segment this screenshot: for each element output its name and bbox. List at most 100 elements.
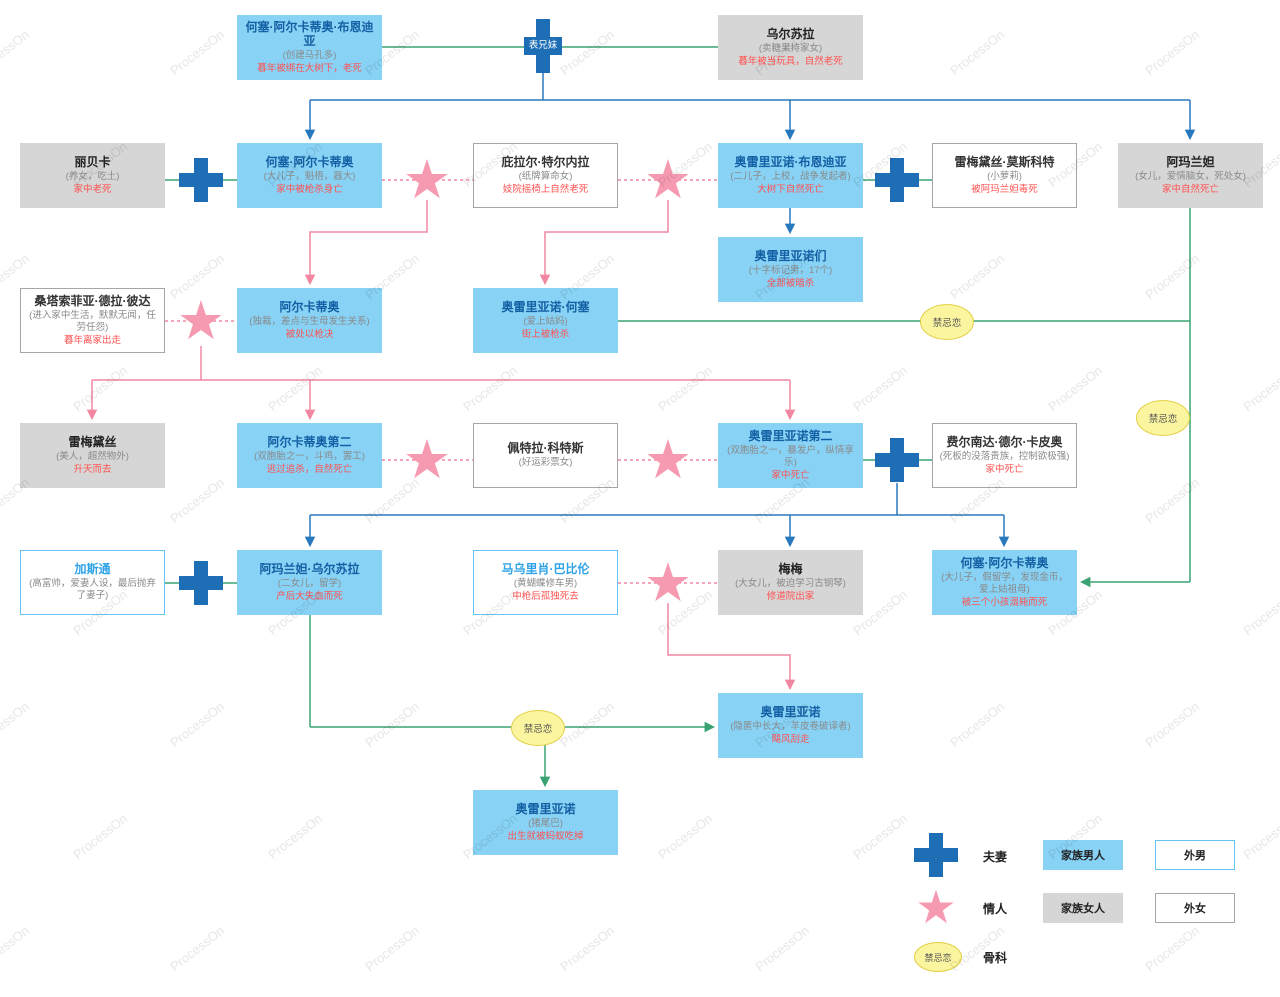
spouse-cross-cousin-icon[interactable]: 表兄妹: [524, 19, 562, 73]
node-remedios-moscote[interactable]: 雷梅黛丝·莫斯科特 (小萝莉) 被阿玛兰妲毒死: [932, 143, 1077, 208]
spouse-cross-icon[interactable]: [875, 158, 919, 202]
node-title: 何塞·阿尔卡蒂奥: [960, 556, 1049, 570]
node-fate: 被三个小孩溺毙而死: [961, 597, 1048, 608]
node-fate: 暮年离家出走: [63, 335, 121, 346]
node-arcadio-ii[interactable]: 阿尔卡蒂奥第二 (双胞胎之一，斗鸡，罢工) 逃过追杀，自然死亡: [237, 423, 382, 488]
node-fate: 大树下自然死亡: [757, 184, 824, 195]
node-fate: 家中自然死亡: [1161, 184, 1219, 195]
node-fate: 暮年被绑在大树下，老死: [257, 63, 362, 74]
cross-horizontal-bar: [179, 576, 223, 590]
incest-cloud-label: 禁忌恋: [523, 724, 553, 735]
node-subtitle: (纸牌算命女): [518, 171, 573, 182]
node-title: 乌尔苏拉: [766, 27, 815, 41]
spouse-cross-icon[interactable]: [875, 438, 919, 482]
node-fate: 家中死亡: [985, 464, 1024, 475]
node-title: 加斯通: [74, 562, 111, 576]
node-amaranta-ursula[interactable]: 阿玛兰妲·乌尔苏拉 (二女儿，留学) 产后大失血而死: [237, 550, 382, 615]
node-mauricio-babilonia[interactable]: 马乌里肖·巴比伦 (黄蝴蝶修车男) 中枪后孤独死去: [473, 550, 618, 615]
node-fate: 被处以枪决: [285, 329, 334, 340]
node-subtitle: (卖糖果持家女): [758, 43, 823, 54]
node-subtitle: (双胞胎之一，暴发户，纵情享乐): [727, 445, 854, 468]
incest-cloud[interactable]: 禁忌恋: [511, 710, 565, 746]
legend-incest-label: 骨科: [983, 951, 1008, 965]
node-ursula[interactable]: 乌尔苏拉 (卖糖果持家女) 暮年被当玩具，自然老死: [718, 15, 863, 80]
node-title: 何塞·阿尔卡蒂奥: [265, 155, 354, 169]
node-title: 阿尔卡蒂奥: [279, 300, 340, 314]
legend-family-female-box[interactable]: 家族女人: [1043, 893, 1123, 923]
node-title: 佩特拉·科特斯: [507, 441, 584, 455]
legend-spouse-cross-icon[interactable]: [914, 833, 958, 877]
node-meme[interactable]: 梅梅 (大女儿，被迫学习古钢琴) 修道院出家: [718, 550, 863, 615]
node-fate: 街上被枪杀: [521, 329, 570, 340]
legend-outside-female-box[interactable]: 外女: [1155, 893, 1235, 923]
legend-outside-male-box[interactable]: 外男: [1155, 840, 1235, 870]
node-amaranta[interactable]: 阿玛兰妲 (女儿，爱情脑女，死处女) 家中自然死亡: [1118, 143, 1263, 208]
incest-cloud-label: 禁忌恋: [932, 318, 962, 329]
incest-cloud[interactable]: 禁忌恋: [1136, 400, 1190, 436]
node-subtitle: (死板的没落贵族，控制欲极强): [939, 451, 1070, 462]
node-arcadio[interactable]: 阿尔卡蒂奥 (独裁，差点与生母发生关系) 被处以枪决: [237, 288, 382, 353]
node-subtitle: (二儿子，上校，战争发起者): [730, 171, 851, 182]
node-rebeca[interactable]: 丽贝卡 (养女，吃土) 家中老死: [20, 143, 165, 208]
node-subtitle: (美人，超然物外): [56, 451, 129, 462]
spouse-cross-icon[interactable]: [179, 561, 223, 605]
node-aurelianos[interactable]: 奥雷里亚诺们 (十字标记男，17个) 全部被暗杀: [718, 237, 863, 302]
node-aureliano-ii[interactable]: 奥雷里亚诺第二 (双胞胎之一，暴发户，纵情享乐) 家中死亡: [718, 423, 863, 488]
node-jose-arcadio-buendia[interactable]: 何塞·阿尔卡蒂奥·布恩迪亚 (创建马孔多) 暮年被绑在大树下，老死: [237, 15, 382, 80]
node-aureliano-buendia[interactable]: 奥雷里亚诺·布恩迪亚 (二儿子，上校，战争发起者) 大树下自然死亡: [718, 143, 863, 208]
lover-star-icon[interactable]: ★: [643, 150, 693, 210]
node-petra-cotes[interactable]: 佩特拉·科特斯 (好运彩票女): [473, 423, 618, 488]
node-subtitle: (大儿子，魁梧，器大): [263, 171, 356, 182]
node-aureliano-pigtail[interactable]: 奥雷里亚诺 (猪尾巴) 出生就被蚂蚁吃掉: [473, 790, 618, 855]
node-title: 庇拉尔·特尔内拉: [501, 155, 590, 169]
node-fate: 家中老死: [73, 184, 112, 195]
node-jose-arcadio-iii[interactable]: 何塞·阿尔卡蒂奥 (大儿子，假留学，发现金币，爱上姑祖母) 被三个小孩溺毙而死: [932, 550, 1077, 615]
node-title: 何塞·阿尔卡蒂奥·布恩迪亚: [245, 20, 374, 48]
node-aureliano-jose[interactable]: 奥雷里亚诺·何塞 (爱上姑妈) 街上被枪杀: [473, 288, 618, 353]
lover-star-icon[interactable]: ★: [643, 430, 693, 490]
node-gaston[interactable]: 加斯通 (高富帅，爱妻人设，最后抛弃了妻子): [20, 550, 165, 615]
node-subtitle: (大儿子，假留学，发现金币，爱上姑祖母): [941, 572, 1068, 595]
node-title: 费尔南达·德尔·卡皮奥: [946, 435, 1063, 449]
node-aureliano-babilonia[interactable]: 奥雷里亚诺 (隐匿中长大，羊皮卷破译者) 飓风刮走: [718, 693, 863, 758]
node-title: 梅梅: [778, 562, 803, 576]
legend-family-male-label: 家族男人: [1061, 850, 1105, 862]
node-title: 奥雷里亚诺: [515, 802, 576, 816]
node-subtitle: (黄蝴蝶修车男): [513, 578, 578, 589]
node-santa-sofia[interactable]: 桑塔索菲亚·德拉·彼达 (进入家中生活，默默无闻，任劳任怨) 暮年离家出走: [20, 288, 165, 353]
node-fernanda[interactable]: 费尔南达·德尔·卡皮奥 (死板的没落贵族，控制欲极强) 家中死亡: [932, 423, 1077, 488]
lover-star-icon[interactable]: ★: [402, 150, 452, 210]
node-title: 阿玛兰妲: [1166, 155, 1215, 169]
node-title: 奥雷里亚诺: [760, 705, 821, 719]
node-fate: 暮年被当玩具，自然老死: [738, 56, 843, 67]
legend-lover-label: 情人: [983, 902, 1008, 916]
node-subtitle: (二女儿，留学): [277, 578, 342, 589]
node-fate: 升天而去: [73, 464, 112, 475]
node-pilar-ternera[interactable]: 庇拉尔·特尔内拉 (纸牌算命女) 妓院摇椅上自然老死: [473, 143, 618, 208]
node-title: 阿玛兰妲·乌尔苏拉: [259, 562, 360, 576]
legend-incest-cloud[interactable]: 禁忌恋: [914, 942, 962, 972]
legend-spouse-label: 夫妻: [983, 850, 1008, 864]
node-subtitle: (隐匿中长大，羊皮卷破译者): [730, 721, 851, 732]
node-remedios[interactable]: 雷梅黛丝 (美人，超然物外) 升天而去: [20, 423, 165, 488]
node-subtitle: (独裁，差点与生母发生关系): [249, 316, 370, 327]
incest-cloud-label: 禁忌恋: [1148, 414, 1178, 425]
node-jose-arcadio[interactable]: 何塞·阿尔卡蒂奥 (大儿子，魁梧，器大) 家中被枪杀身亡: [237, 143, 382, 208]
legend-outside-female-label: 外女: [1184, 903, 1206, 915]
node-fate: 中枪后孤独死去: [512, 591, 579, 602]
lover-star-icon[interactable]: ★: [643, 553, 693, 613]
legend-family-male-box[interactable]: 家族男人: [1043, 840, 1123, 870]
lover-star-icon[interactable]: ★: [402, 430, 452, 490]
cross-horizontal-bar: [524, 37, 562, 55]
lover-star-icon[interactable]: ★: [176, 291, 226, 351]
node-subtitle: (爱上姑妈): [523, 316, 568, 327]
legend-lover-star-icon[interactable]: ★: [915, 881, 957, 933]
node-title: 奥雷里亚诺第二: [748, 429, 833, 443]
incest-cloud[interactable]: 禁忌恋: [920, 304, 974, 340]
node-title: 奥雷里亚诺们: [754, 249, 827, 263]
node-fate: 逃过追杀，自然死亡: [266, 464, 353, 475]
node-fate: 全部被暗杀: [766, 278, 815, 289]
spouse-cross-icon[interactable]: [179, 158, 223, 202]
